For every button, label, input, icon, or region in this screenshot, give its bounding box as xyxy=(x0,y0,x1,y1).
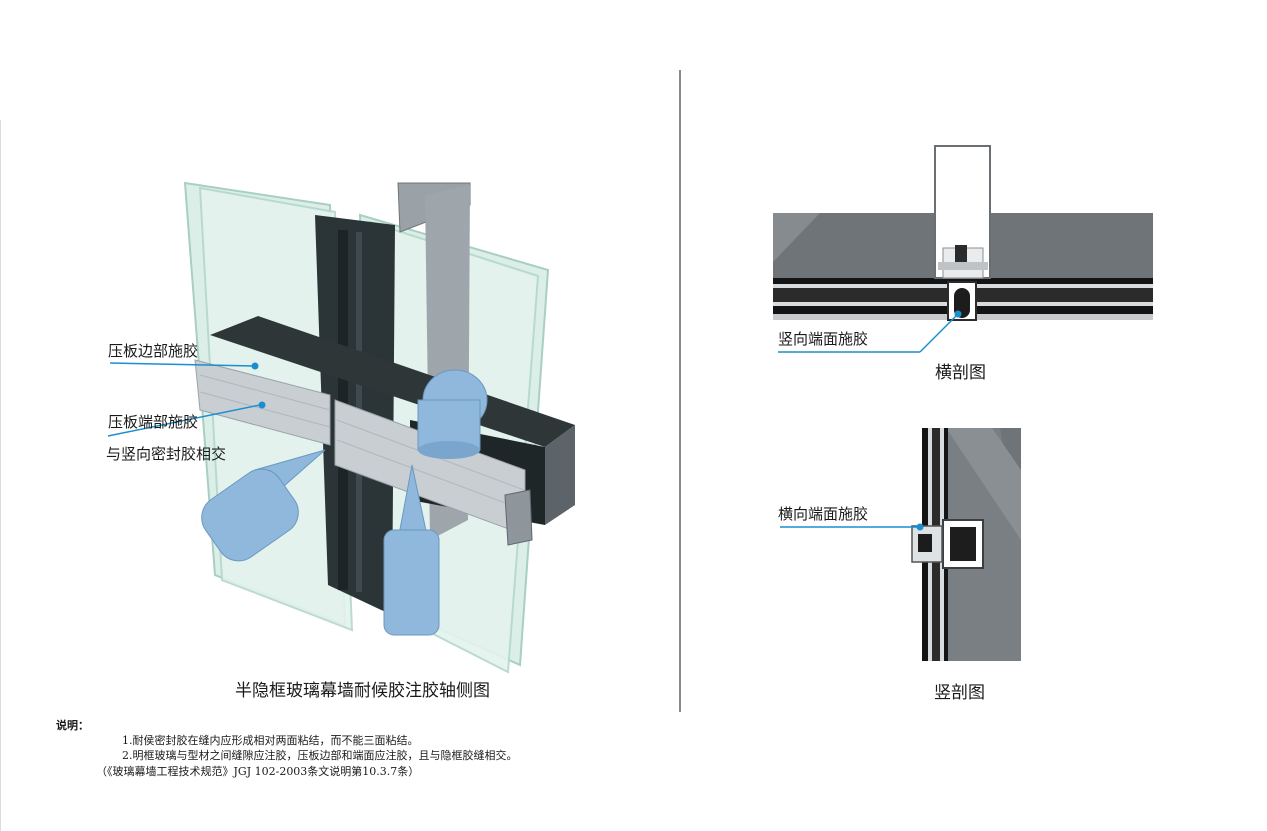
label-vertical-end-sealant: 竖向端面施胶 xyxy=(778,330,869,348)
note-line-2: 2.明框玻璃与型材之间缝隙应注胶，压板边部和端面应注胶，且与隐框胶缝相交。 xyxy=(122,749,518,762)
notes-heading: 说明： xyxy=(56,719,89,732)
sealant-gun-left-body xyxy=(201,468,299,562)
caption-vertical-section: 竖剖图 xyxy=(934,683,985,703)
label-press-edge: 压板边部施胶 xyxy=(108,342,199,360)
sealant-gun-center-body xyxy=(383,529,440,636)
label-press-end: 压板端部施胶 xyxy=(108,413,199,431)
pressure-plate-end-profile xyxy=(504,489,533,546)
caption-axonometric: 半隐框玻璃幕墙耐候胶注胶轴侧图 xyxy=(235,681,490,701)
center-divider xyxy=(679,70,681,712)
note-line-3: （《玻璃幕墙工程技术规范》JGJ 102-2003条文说明第10.3.7条） xyxy=(96,765,420,778)
label-horizontal-end-sealant: 横向端面施胶 xyxy=(778,505,869,523)
label-press-end-intersect: 与竖向密封胶相交 xyxy=(106,445,227,463)
page-left-edge xyxy=(0,120,1,831)
leader-line-press-end xyxy=(107,404,261,437)
note-line-1: 1.耐侯密封胶在缝内应形成相对两面粘结，而不能三面粘结。 xyxy=(122,734,419,747)
caption-horizontal-section: 横剖图 xyxy=(935,363,986,383)
leader-line-press-edge xyxy=(109,362,256,367)
transom-end xyxy=(545,425,575,525)
